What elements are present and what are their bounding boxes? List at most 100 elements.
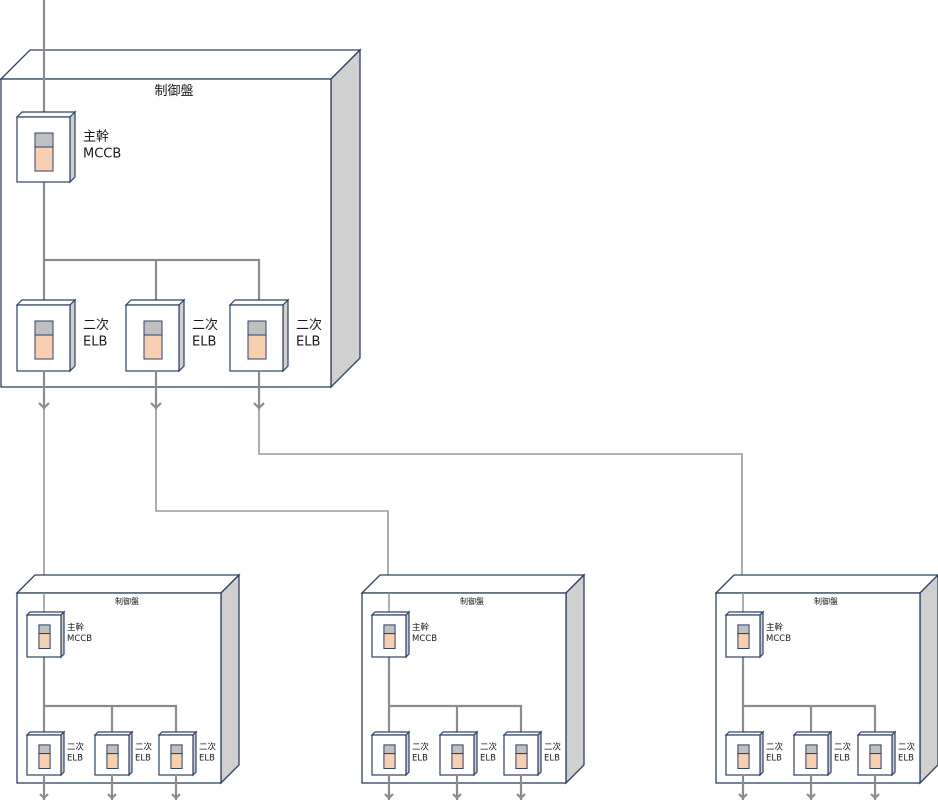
switch-on-segment: [383, 633, 396, 649]
switch-off-segment: [737, 744, 750, 755]
sub-panel-box-top-face: [360, 574, 586, 594]
sub-panel-box-side-face: [220, 573, 240, 785]
breaker-label-line2: ELB: [83, 335, 107, 350]
breaker-switch-icon: [515, 744, 528, 769]
breaker-label-line2: ELB: [766, 753, 782, 763]
arrow-down-icon: [39, 793, 49, 800]
breaker-switch-icon: [170, 744, 183, 769]
switch-on-segment: [869, 753, 882, 769]
breaker-label-line2: ELB: [199, 753, 215, 763]
breaker-label-line1: 二次: [199, 741, 217, 752]
sub-bus-wire: [44, 704, 178, 734]
breaker-switch-icon: [143, 320, 163, 360]
breaker-label-line2: ELB: [192, 335, 216, 350]
breaker-switch-icon: [34, 132, 54, 172]
breaker-label-line2: ELB: [67, 753, 83, 763]
breaker-label-line2: MCCB: [67, 634, 92, 644]
sub-panel-box-top-face: [714, 574, 938, 594]
main-elb-breaker-3-side-face: [282, 298, 289, 373]
breaker-label-line1: 主幹: [766, 622, 784, 633]
switch-off-segment: [383, 624, 396, 635]
main-elb-breaker-2-top-face: [124, 299, 186, 306]
switch-off-segment: [34, 132, 54, 148]
breaker-label-line1: 二次: [544, 741, 562, 752]
switch-off-segment: [383, 744, 396, 755]
breaker-label-line1: 二次: [296, 317, 322, 333]
switch-off-segment: [515, 744, 528, 755]
breaker-switch-icon: [451, 744, 464, 769]
main-mccb-breaker-top-face: [15, 111, 77, 118]
breaker-label-line2: ELB: [296, 335, 320, 350]
main-elb-breaker-3: 二次 ELB: [228, 298, 322, 373]
feeder-to-subpanel-3: [258, 408, 743, 614]
sub-bus-wire: [389, 704, 523, 734]
breaker-switch-icon: [737, 744, 750, 769]
breaker-label-line1: 二次: [83, 317, 109, 333]
main-elb-breaker-3-top-face: [228, 299, 290, 306]
arrow-down-icon: [171, 793, 181, 800]
breaker-switch-icon: [383, 744, 396, 769]
breaker-label-line1: 二次: [766, 741, 784, 752]
breaker-switch-icon: [106, 744, 119, 769]
breaker-label-line1: 二次: [898, 741, 916, 752]
breaker-label-line1: 二次: [834, 741, 852, 752]
switch-off-segment: [34, 320, 54, 336]
sub-panel-box-side-face: [565, 573, 585, 785]
main-panel-box-side-face: [330, 48, 361, 389]
breaker-label-line2: ELB: [135, 753, 151, 763]
breaker-label-line1: 主幹: [83, 128, 109, 144]
sub-panel-title: 制御盤: [115, 596, 139, 606]
sub-bus-wire: [743, 704, 877, 734]
breaker-switch-icon: [38, 744, 51, 769]
switch-on-segment: [247, 334, 267, 360]
switch-off-segment: [38, 744, 51, 755]
switch-off-segment: [38, 624, 51, 635]
arrow-down-icon: [384, 793, 394, 800]
main-panel-box-top-face: [0, 49, 362, 80]
switch-off-segment: [451, 744, 464, 755]
main-elb-breaker-1-side-face: [69, 298, 76, 373]
switch-off-segment: [143, 320, 163, 336]
breaker-label-line1: 二次: [412, 741, 430, 752]
breaker-switch-icon: [869, 744, 882, 769]
switch-off-segment: [805, 744, 818, 755]
arrow-down-icon: [107, 793, 117, 800]
arrow-down-icon: [806, 793, 816, 800]
arrow-down-icon: [738, 793, 748, 800]
switch-on-segment: [34, 146, 54, 172]
sub-panel-title: 制御盤: [460, 596, 484, 606]
arrow-down-icon: [870, 793, 880, 800]
switch-on-segment: [38, 633, 51, 649]
switch-on-segment: [737, 633, 750, 649]
breaker-label-line2: MCCB: [412, 634, 437, 644]
breaker-label-line2: ELB: [412, 753, 428, 763]
breaker-label-line2: ELB: [480, 753, 496, 763]
main-elb-breaker-1-top-face: [15, 299, 77, 306]
main-elb-breaker-1: 二次 ELB: [15, 298, 109, 373]
breaker-label-line1: 主幹: [67, 622, 85, 633]
main-mccb-breaker-side-face: [69, 110, 76, 184]
switch-on-segment: [38, 753, 51, 769]
breaker-label-line2: MCCB: [766, 634, 791, 644]
switch-on-segment: [143, 334, 163, 360]
breaker-switch-icon: [737, 624, 750, 649]
switch-off-segment: [737, 624, 750, 635]
switch-off-segment: [869, 744, 882, 755]
breaker-label-line1: 二次: [135, 741, 153, 752]
